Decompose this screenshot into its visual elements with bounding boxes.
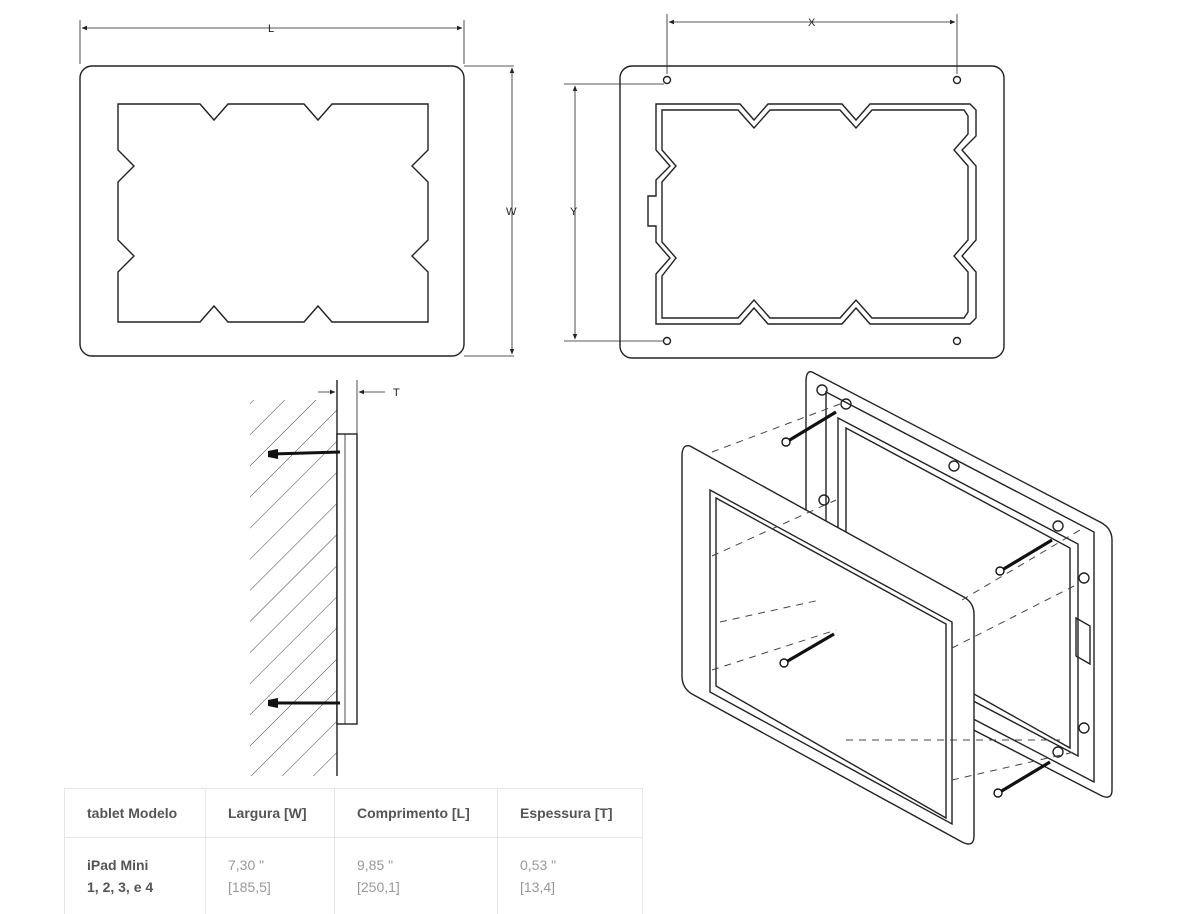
cell-thickness: 0,53 " [13,4] [498, 838, 643, 914]
mount-hole [664, 77, 671, 84]
y-label: Y [570, 206, 578, 218]
front-view [80, 20, 514, 356]
model-line2: 1, 2, 3, e 4 [87, 876, 183, 898]
length-label: L [268, 23, 274, 35]
side-view [250, 380, 385, 776]
x-label: X [808, 17, 816, 29]
header-thickness: Espessura [T] [498, 789, 643, 838]
thickness-label: T [393, 387, 400, 399]
exploded-view [682, 372, 1112, 844]
cell-model: iPad Mini 1, 2, 3, e 4 [65, 838, 206, 914]
cell-length: 9,85 " [250,1] [335, 838, 498, 914]
mount-hole [954, 77, 961, 84]
length-mm: [250,1] [357, 876, 475, 898]
thickness-mm: [13,4] [520, 876, 620, 898]
model-line1: iPad Mini [87, 854, 183, 876]
header-width: Largura [W] [206, 789, 335, 838]
mount-hole [664, 338, 671, 345]
wall-screw [272, 452, 340, 454]
width-mm: [185,5] [228, 876, 312, 898]
cell-width: 7,30 " [185,5] [206, 838, 335, 914]
mount-hole [954, 338, 961, 345]
table-header-row: tablet Modelo Largura [W] Comprimento [L… [65, 789, 643, 838]
table-row: iPad Mini 1, 2, 3, e 4 7,30 " [185,5] 9,… [65, 838, 643, 914]
width-in: 7,30 " [228, 854, 312, 876]
length-in: 9,85 " [357, 854, 475, 876]
back-view [564, 14, 1004, 358]
width-label: W [506, 206, 517, 218]
header-model: tablet Modelo [65, 789, 206, 838]
thickness-in: 0,53 " [520, 854, 620, 876]
header-length: Comprimento [L] [335, 789, 498, 838]
spec-table: tablet Modelo Largura [W] Comprimento [L… [64, 788, 643, 914]
